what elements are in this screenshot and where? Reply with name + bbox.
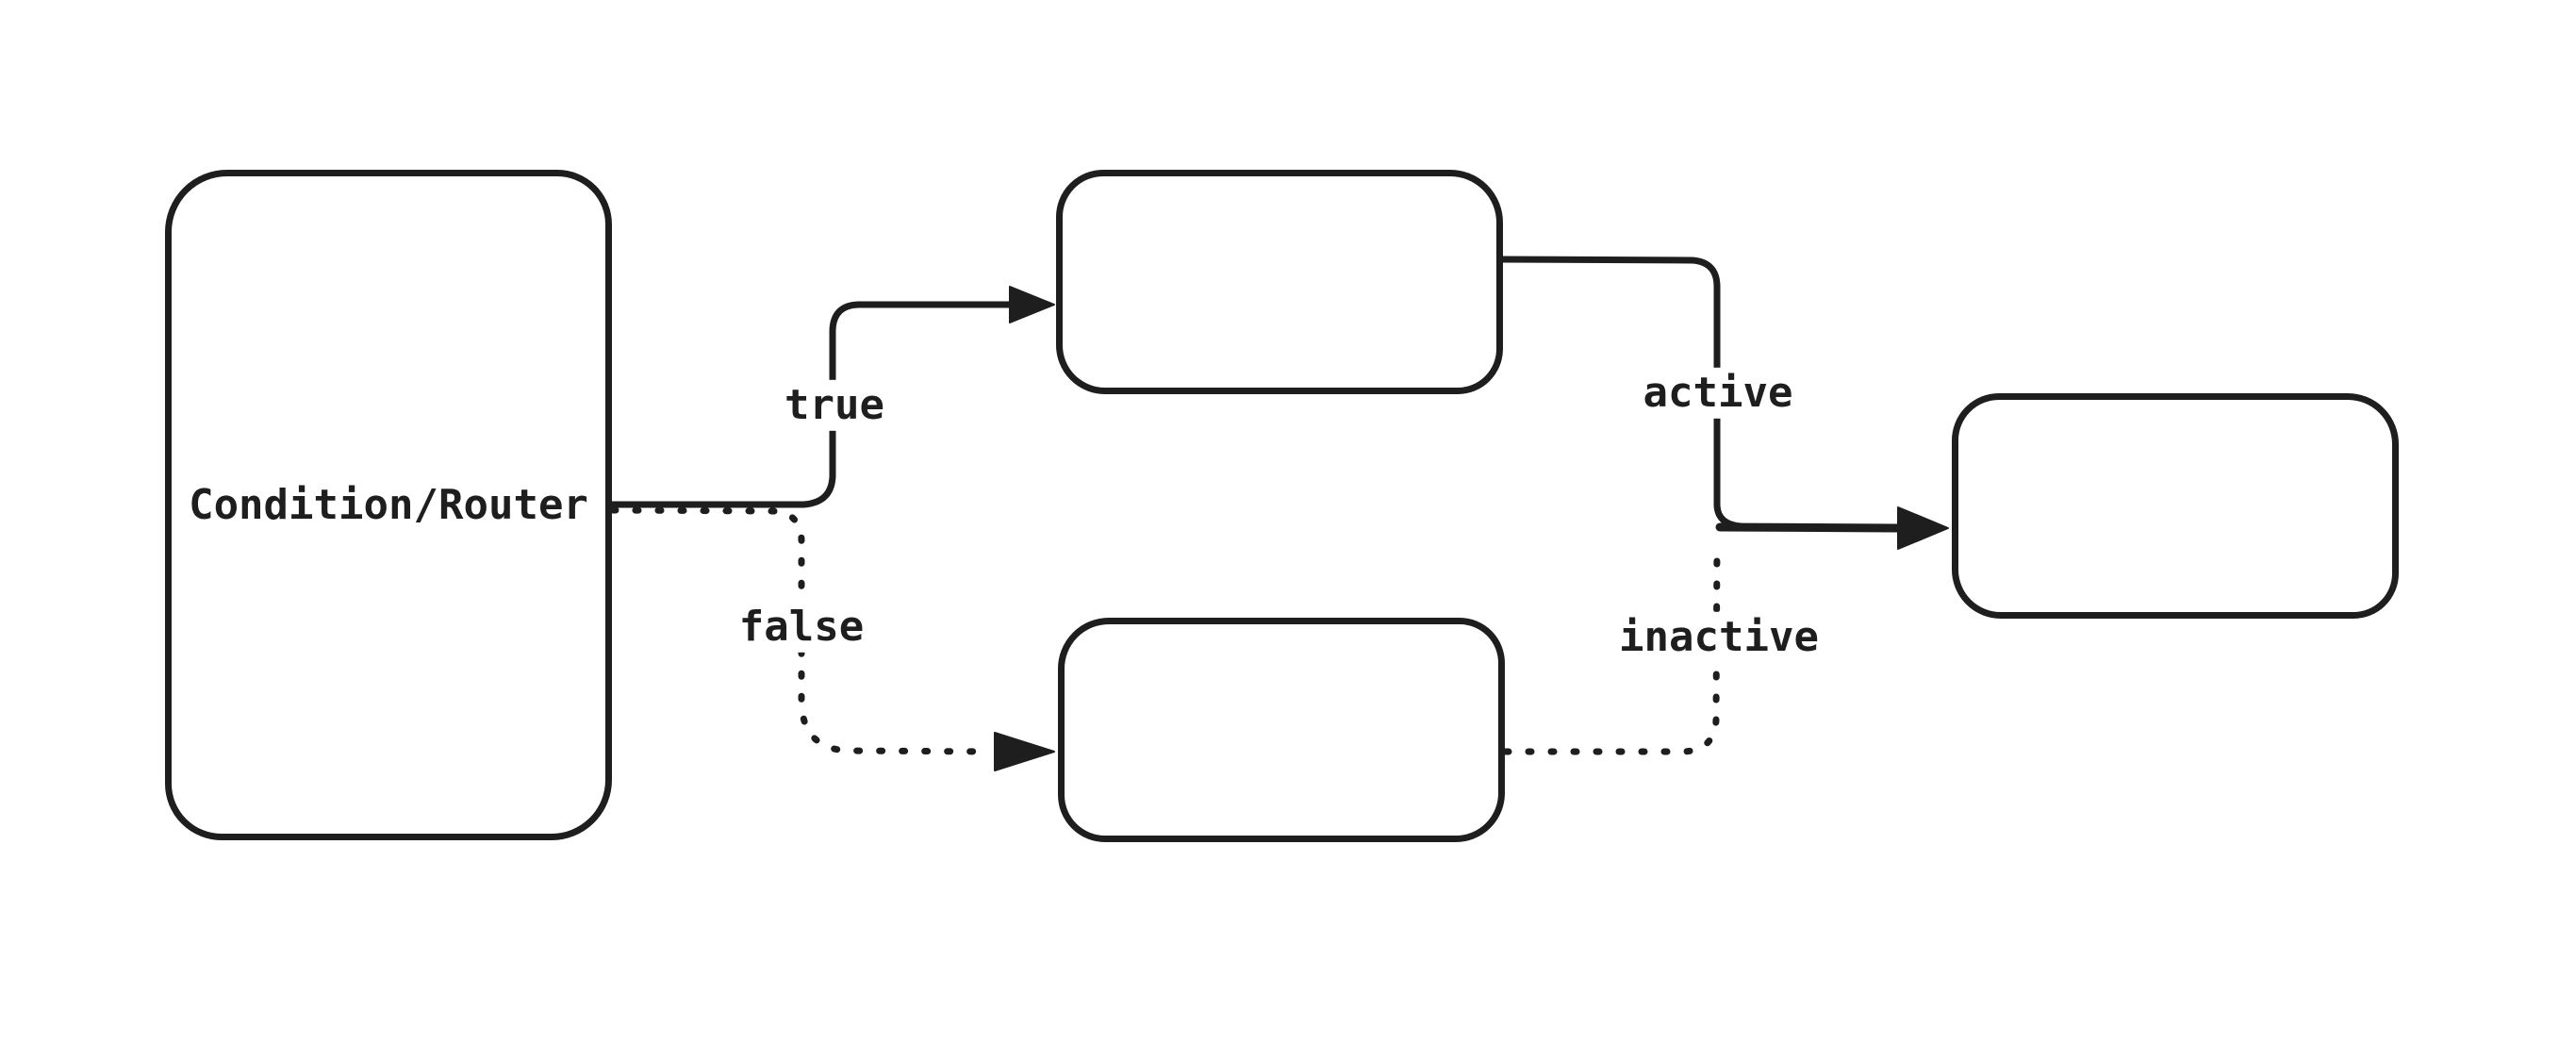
- true-arrowhead-icon: [1009, 286, 1055, 323]
- inactive-edge-line: [1502, 539, 1721, 755]
- false-arrowhead-icon: [994, 732, 1055, 771]
- merged-edge-line: [1715, 522, 1902, 533]
- node-output: [1952, 393, 2399, 619]
- node-condition-router: Condition/Router: [165, 170, 612, 840]
- merged-arrowhead-icon: [1897, 506, 1949, 550]
- node-false-branch: [1058, 618, 1505, 842]
- node-condition-router-label: Condition/Router: [189, 481, 588, 529]
- edge-label-active: active: [1633, 367, 1803, 420]
- edge-label-false: false: [729, 601, 874, 654]
- edge-label-true: true: [775, 379, 894, 432]
- edge-label-inactive: inactive: [1610, 611, 1828, 664]
- node-true-branch: [1056, 170, 1503, 394]
